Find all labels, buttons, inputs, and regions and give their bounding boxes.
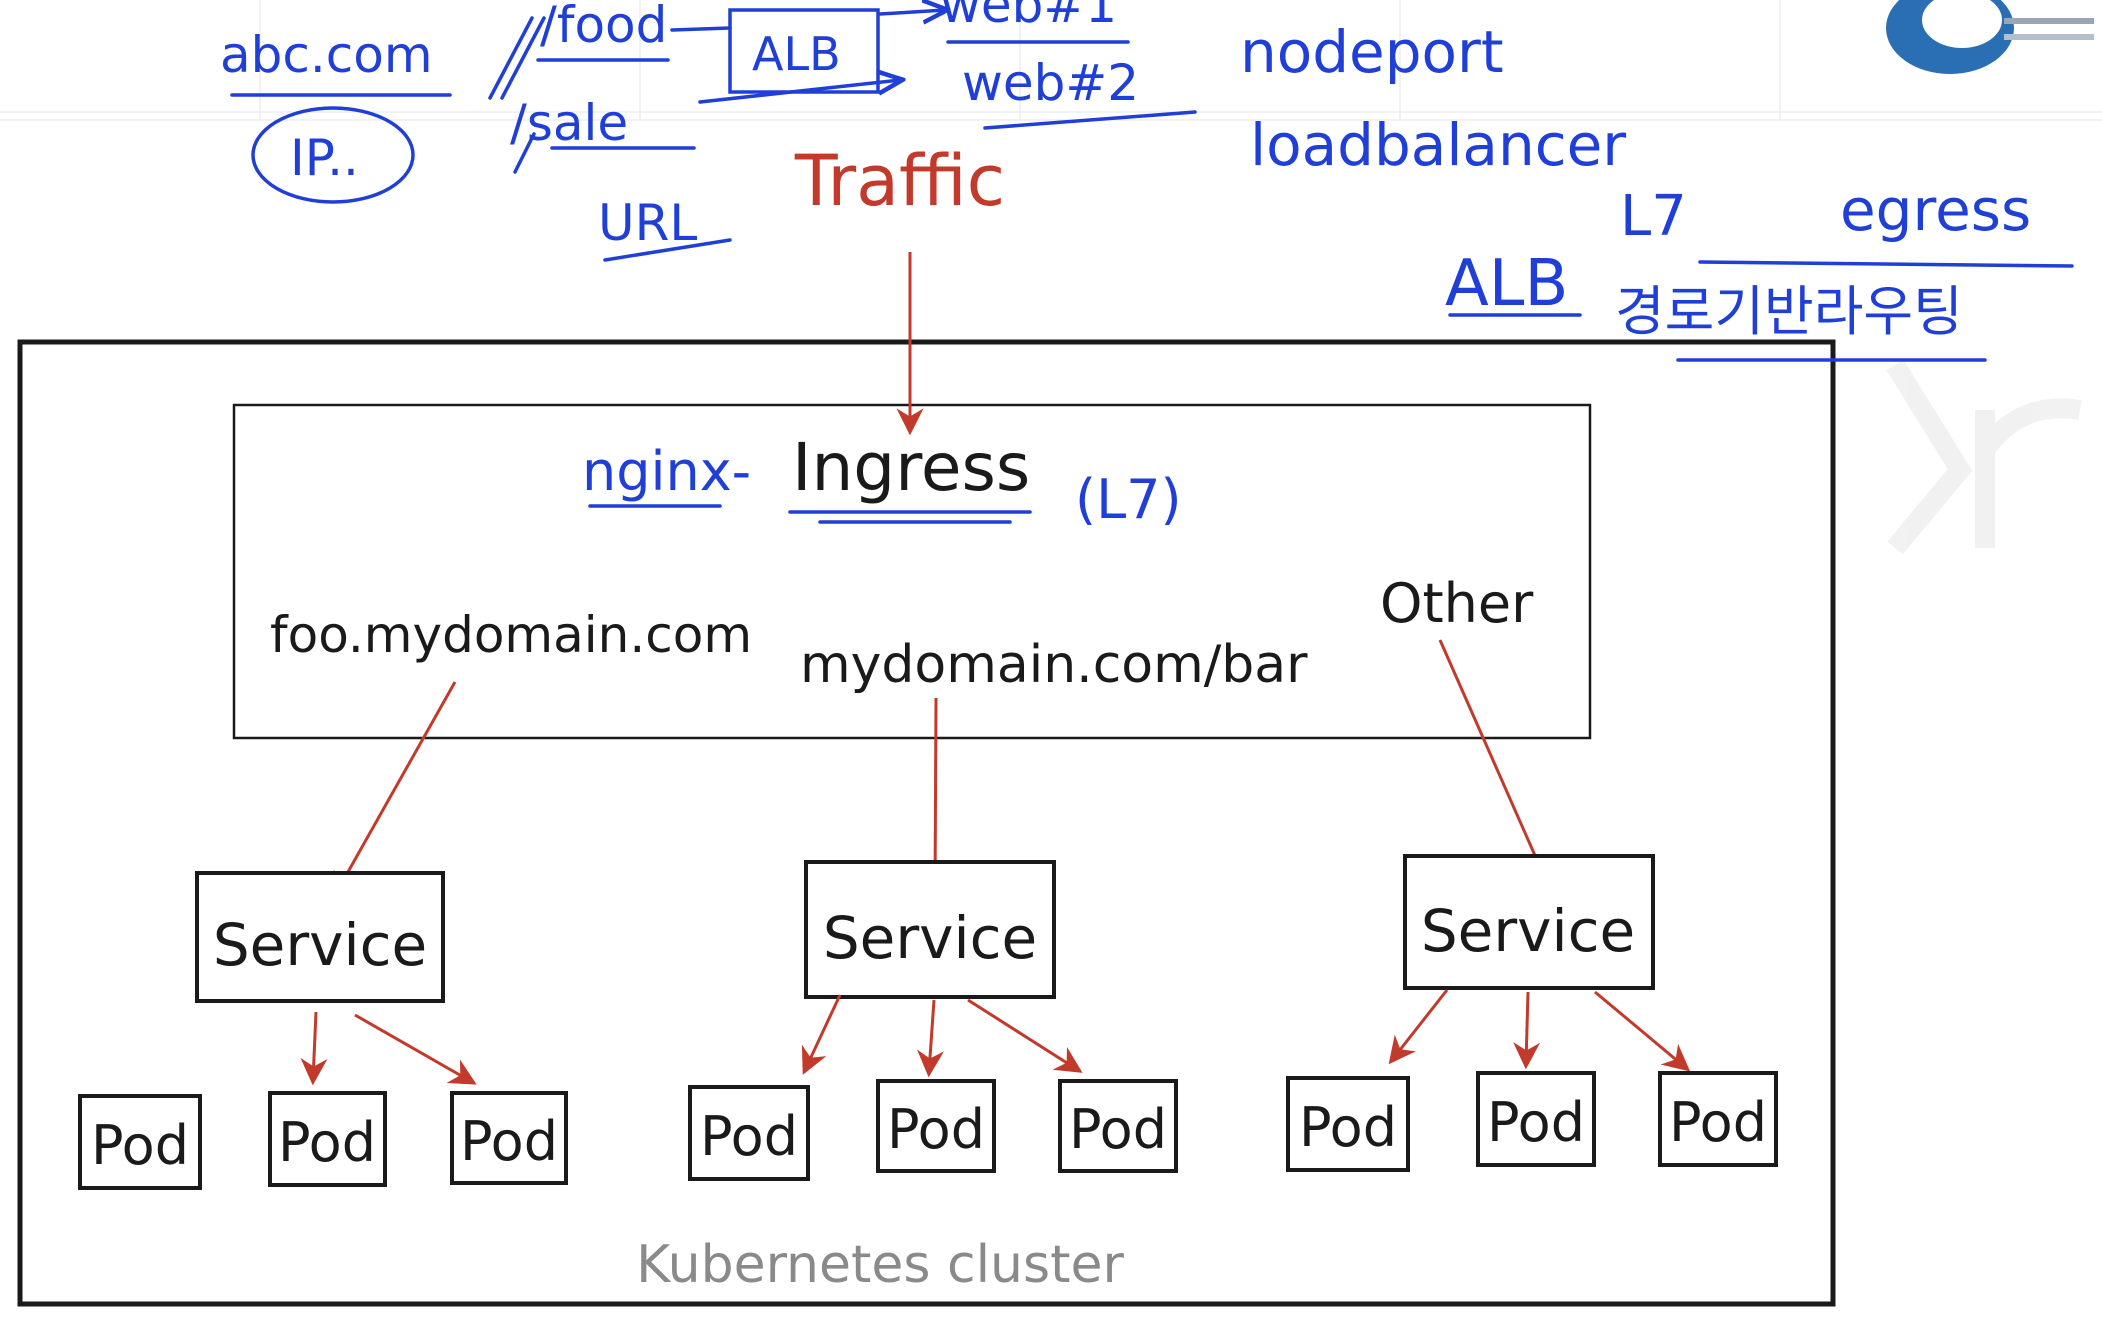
- pod-box: [1286, 1076, 1410, 1172]
- pod-label: Pod: [700, 1105, 798, 1168]
- annotation-l7-ingress: (L7): [1075, 468, 1182, 531]
- top-grid: [0, 0, 2102, 121]
- pod-box: [450, 1091, 568, 1185]
- ingress-label: Ingress: [792, 429, 1030, 506]
- route-label-other: Other: [1380, 572, 1534, 635]
- pod-arrow: [354, 1013, 477, 1085]
- annotations: [230, 10, 2074, 524]
- service-group-3: Service Pod Pod Pod: [1286, 854, 1778, 1172]
- service-box: [195, 871, 445, 1003]
- annotation-alb-box: ALB: [752, 27, 841, 81]
- route-label-bar: mydomain.com/bar: [800, 635, 1308, 695]
- cluster-label: Kubernetes cluster: [636, 1235, 1124, 1295]
- pod-arrow: [801, 994, 842, 1075]
- annotation-sale: /sale: [510, 94, 628, 152]
- service-label: Service: [1421, 897, 1635, 965]
- pod-arrow: [1594, 990, 1691, 1072]
- service-label: Service: [213, 911, 427, 979]
- service-group-1: Service Pod Pod Pod: [78, 871, 568, 1190]
- annotation-url: URL: [598, 194, 697, 252]
- service-box: [804, 860, 1056, 999]
- annotation-korean-note: 경로기반라우팅: [1615, 280, 1963, 343]
- pod-arrow: [917, 999, 944, 1078]
- pod-arrow: [1388, 989, 1449, 1065]
- service-label: Service: [823, 904, 1037, 972]
- pod-label: Pod: [887, 1098, 985, 1161]
- pod-arrow: [967, 998, 1083, 1073]
- annotation-l7-top: L7: [1620, 184, 1687, 249]
- pod-label: Pod: [1069, 1098, 1167, 1161]
- ingress-box: [232, 403, 1592, 740]
- ip-circle: [251, 106, 415, 204]
- pod-label: Pod: [278, 1111, 376, 1174]
- route-label-foo: foo.mydomain.com: [270, 606, 752, 664]
- pod-label: Pod: [91, 1114, 189, 1177]
- pod-label: Pod: [1669, 1091, 1767, 1154]
- pod-box: [1476, 1071, 1596, 1167]
- pod-box: [876, 1079, 996, 1173]
- traffic-label: Traffic: [794, 140, 1005, 222]
- pod-label: Pod: [460, 1110, 558, 1173]
- cluster-box: [17, 339, 1836, 1307]
- watermark: [1886, 359, 2082, 555]
- annotation-alb: ALB: [1445, 247, 1568, 321]
- pod-arrow: [1513, 991, 1541, 1070]
- pod-box: [268, 1091, 387, 1187]
- annotation-web2: web#2: [962, 54, 1139, 112]
- annotation-nginx: nginx-: [582, 440, 751, 503]
- service-group-2: Service Pod Pod Pod: [688, 860, 1178, 1181]
- pod-label: Pod: [1299, 1096, 1397, 1159]
- pod-box: [1058, 1079, 1178, 1173]
- annotation-loadbalancer: loadbalancer: [1250, 111, 1626, 179]
- pod-arrow: [300, 1011, 328, 1086]
- pod-box: [78, 1094, 202, 1190]
- pod-box: [1658, 1071, 1778, 1167]
- route-arrow-foo: [332, 681, 457, 900]
- corner-logo: [1886, 0, 2094, 74]
- route-arrow-other: [1438, 639, 1552, 890]
- annotation-ip: IP..: [290, 129, 359, 187]
- annotation-food: /food: [540, 0, 667, 54]
- annotation-abc-com: abc.com: [220, 26, 433, 84]
- annotation-web1: web#1: [940, 0, 1117, 34]
- pod-label: Pod: [1487, 1091, 1585, 1154]
- pod-box: [688, 1085, 810, 1181]
- annotation-egress: egress: [1840, 176, 2031, 244]
- service-box: [1403, 854, 1655, 990]
- annotation-nodeport: nodeport: [1240, 18, 1504, 86]
